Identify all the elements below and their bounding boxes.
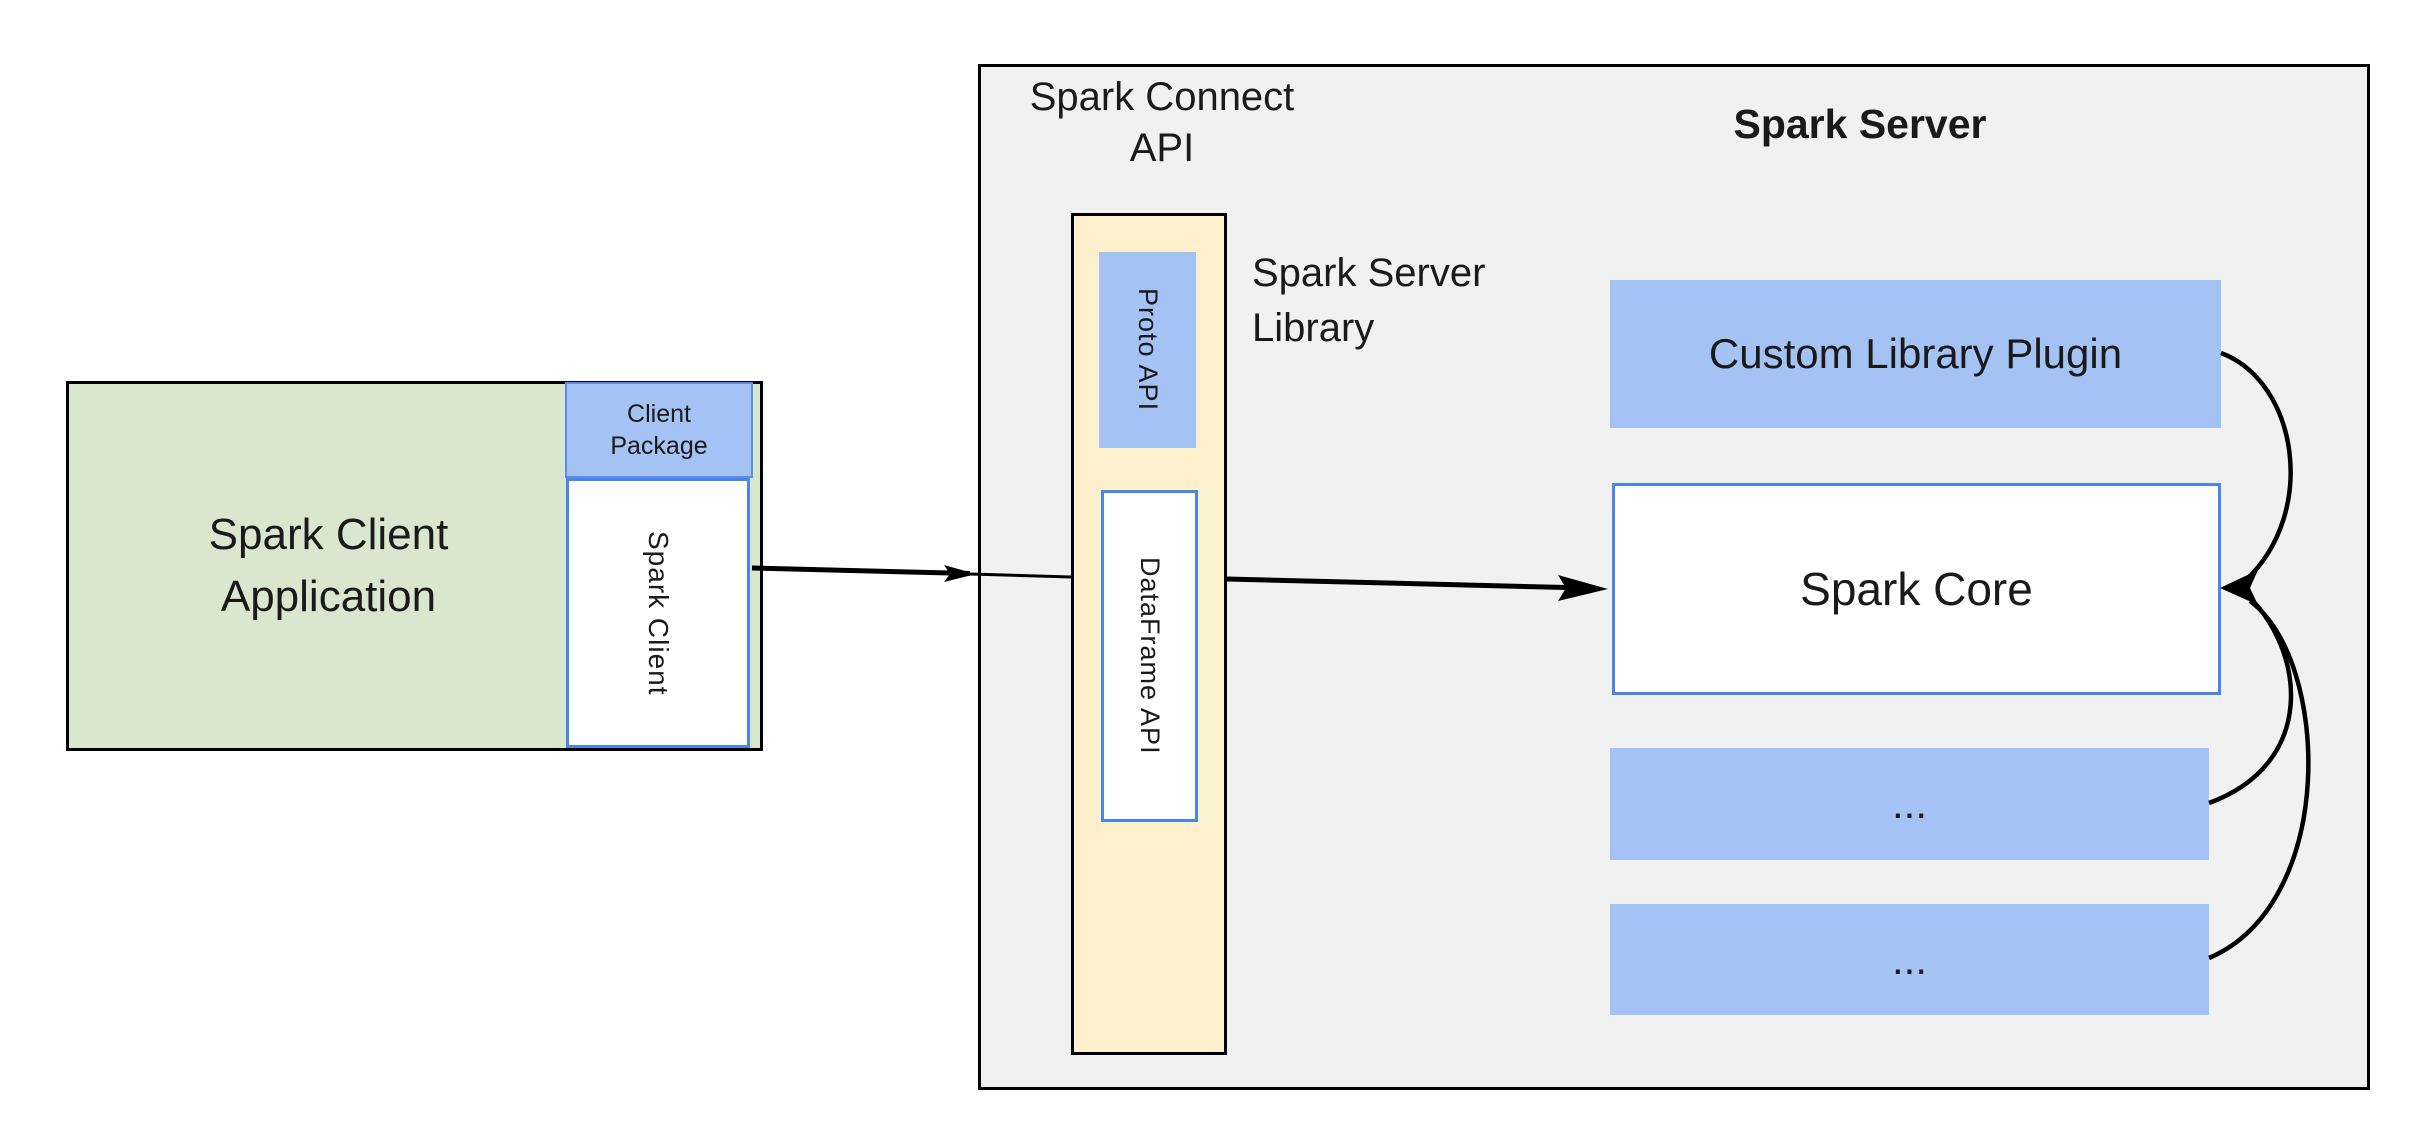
- dataframe-api-box: DataFrame API: [1101, 490, 1198, 822]
- library-slot-2-label: ...: [1891, 935, 1927, 983]
- spark-client-label: Spark Client: [643, 530, 674, 696]
- client-to-connect-arrow-line: [751, 565, 971, 576]
- library-slot-box-1: ...: [1610, 748, 2209, 860]
- proto-api-box: Proto API: [1099, 252, 1196, 448]
- library-slot-1-label: ...: [1891, 780, 1927, 827]
- spark-client-application-label: Spark Client Application: [208, 510, 449, 621]
- spark-server-title: Spark Server: [1733, 101, 1987, 147]
- proto-api-label: Proto API: [1133, 288, 1163, 412]
- library-slot-box-2: ...: [1610, 904, 2209, 1015]
- spark-connect-api-title: Spark Connect API: [1029, 75, 1295, 170]
- client-package-label: Client Package: [610, 400, 708, 460]
- custom-library-plugin-label: Custom Library Plugin: [1708, 330, 2123, 377]
- spark-core-label: Spark Core: [1800, 563, 2033, 615]
- dataframe-api-label: DataFrame API: [1135, 557, 1165, 755]
- client-package-box: Client Package: [565, 382, 753, 478]
- spark-core-box: Spark Core: [1612, 483, 2221, 695]
- spark-client-box: Spark Client: [566, 478, 750, 748]
- client-to-connect-arrowhead: [944, 565, 976, 582]
- spark-server-library-label: Spark Server Library: [1252, 251, 1486, 350]
- custom-library-plugin-box: Custom Library Plugin: [1610, 280, 2221, 428]
